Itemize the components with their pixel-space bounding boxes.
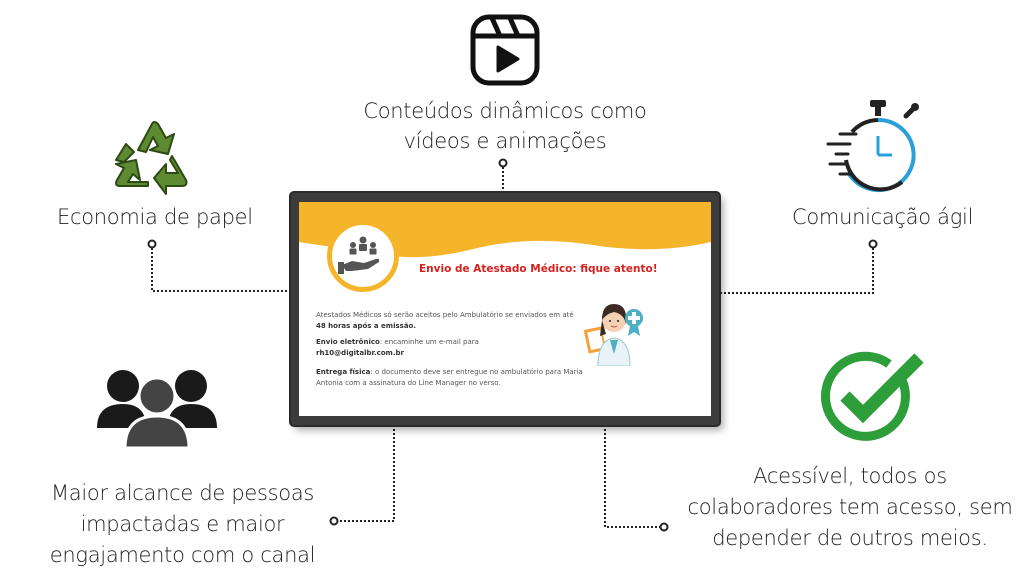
connector-dot-reach [329,516,339,526]
feature-dynamic-line1: Conteúdos dinâmicos como [363,99,647,123]
feature-access-line3: depender de outros meios. [712,526,988,550]
notice-paragraph-1: Atestados Médicos só serão aceitos pelo … [316,310,576,332]
notice-p3-label: Entrega física [316,368,371,376]
hand-people-icon [338,236,380,274]
feature-access: Acessível, todos os colaboradores tem ac… [675,461,1024,554]
feature-dynamic-line2: vídeos e animações [403,129,607,153]
feature-paper: Economia de papel [57,205,253,229]
notice-paragraph-2: Envio eletrônico: encaminhe um e-mail pa… [316,337,576,359]
notice-p2-label: Envio eletrônico [316,338,380,346]
doctor-illustration [583,304,643,366]
notice-p2-email: rh10@digitalbr.com.br [316,349,404,357]
notice-p1-bold: 48 horas após a emissão. [316,322,417,330]
notice-paragraph-3: Entrega física: o documento deve ser ent… [316,367,606,389]
digital-signage-screen: Envio de Atestado Médico: fique atento! … [291,193,719,425]
recycle-icon [115,121,188,195]
feature-reach-line3: engajamento com o canal [49,543,316,567]
screen-content: Envio de Atestado Médico: fique atento! … [299,202,711,416]
feature-agile: Comunicação ágil [792,205,974,229]
notice-p3-text: : o documento deve ser entregue no ambul… [316,368,583,387]
notice-icon-circle [327,220,399,292]
connector-dot-top [498,158,508,168]
notice-title: Envio de Atestado Médico: fique atento! [419,263,658,275]
feature-access-line2: colaboradores tem acesso, sem [687,495,1013,519]
connector-dot-agile [868,239,878,249]
header-wave [299,202,711,258]
people-group-icon [97,370,217,448]
stopwatch-icon [826,100,919,192]
feature-reach-line1: Maior alcance de pessoas [50,481,315,505]
notice-p2-text: : encaminhe um e-mail para [379,338,479,346]
connector-dot-paper [147,239,157,249]
connector-dot-access [659,522,669,532]
reels-play-icon [470,14,540,86]
feature-dynamic-content: Conteúdos dinâmicos como vídeos e animaç… [360,96,650,156]
feature-reach-line2: impactadas e maior [80,512,285,536]
notice-p1-text: Atestados Médicos só serão aceitos pelo … [316,311,574,319]
feature-reach: Maior alcance de pessoas impactadas e ma… [40,478,325,571]
feature-access-line1: Acessível, todos os [753,464,947,488]
check-circle-icon [820,351,924,441]
